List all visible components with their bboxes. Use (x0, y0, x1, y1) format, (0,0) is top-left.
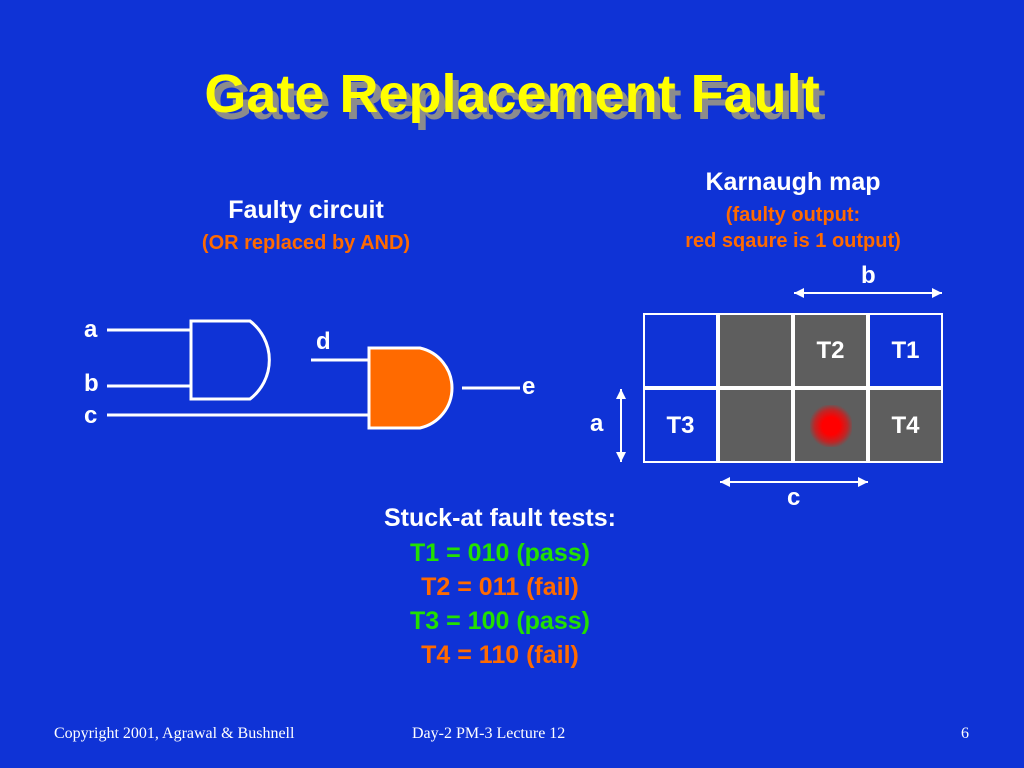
kmap-cell-1-1 (718, 388, 793, 463)
label-a: a (84, 316, 98, 343)
title-text: Gate Replacement Fault (204, 64, 820, 124)
label-b: b (84, 370, 99, 397)
kmap-cell-1-2 (793, 388, 868, 463)
kmap-note-1: (faulty output: (725, 204, 861, 226)
kmap-note-2: red sqaure is 1 output) (685, 230, 901, 252)
test-line-1: T1 = 010 (pass) (410, 539, 590, 567)
kmap-cell-1-3: T4 (868, 388, 943, 463)
test-line-3: T3 = 100 (pass) (410, 607, 590, 635)
test-line-4: T4 = 110 (fail) (421, 641, 579, 669)
kmap-cell-0-0 (643, 313, 718, 388)
test-line-2: T2 = 011 (fail) (421, 573, 579, 601)
kmap-axis-b: b (861, 262, 876, 289)
kmap-cell-1-0: T3 (643, 388, 718, 463)
label-c: c (84, 402, 98, 429)
kmap-cell-0-3: T1 (868, 313, 943, 388)
kmap-axis-a: a (590, 410, 604, 437)
circuit-subheading: (OR replaced by AND) (201, 232, 411, 254)
title-shadow: Gate Replacement Fault (210, 71, 826, 131)
kmap-axis-c: c (787, 484, 801, 511)
and-gate-1 (189, 319, 271, 401)
footer-page-number: 6 (961, 725, 969, 742)
label-d: d (316, 328, 331, 355)
label-e: e (522, 373, 536, 400)
stuck-at-tests: Stuck-at fault tests: T1 = 010 (pass) T2… (300, 500, 700, 672)
kmap-output-one-marker (809, 404, 852, 447)
kmap-heading: Karnaugh map (705, 168, 881, 196)
circuit-heading: Faulty circuit (228, 196, 384, 224)
tests-heading: Stuck-at fault tests: (384, 504, 616, 532)
karnaugh-map: T2 T1 T3 T4 (643, 313, 943, 463)
footer-copyright: Copyright 2001, Agrawal & Bushnell (54, 725, 295, 742)
kmap-cell-0-2: T2 (793, 313, 868, 388)
and-gate-faulty (367, 346, 454, 430)
kmap-cell-0-1 (718, 313, 793, 388)
footer-lecture: Day-2 PM-3 Lecture 12 (412, 725, 566, 742)
slide-title: Gate Replacement Fault Gate Replacement … (0, 62, 1024, 142)
